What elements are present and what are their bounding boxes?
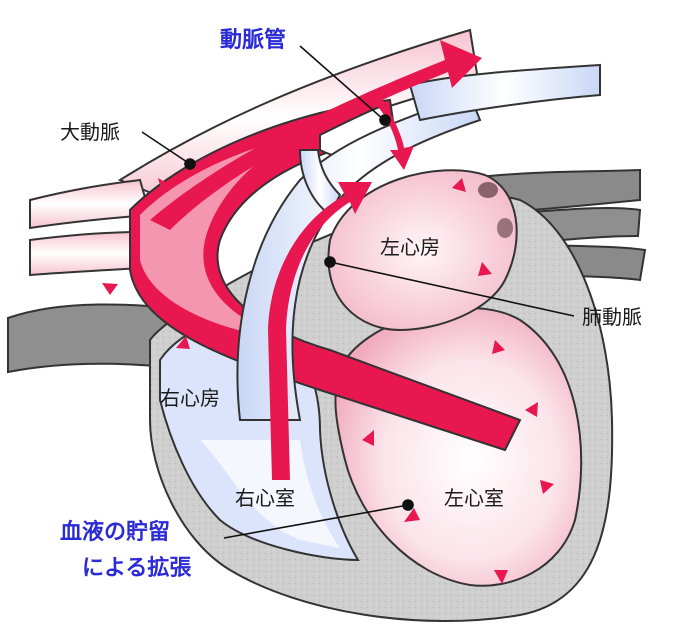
blood-pooling-label-line2: による拡張 xyxy=(82,556,192,581)
left-atrium-chamber xyxy=(327,169,518,332)
pulmonary-artery-label: 肺動脈 xyxy=(582,305,642,329)
leader-lines xyxy=(141,45,575,539)
dilation-arrows xyxy=(102,178,554,584)
flow-arrows xyxy=(150,40,482,480)
aorta-label: 大動脈 xyxy=(60,120,120,144)
left-ventricle-label: 左心室 xyxy=(444,486,504,510)
right-ventricle-label: 右心室 xyxy=(235,486,295,510)
left-atrium-label: 左心房 xyxy=(380,235,440,259)
blood-pooling-label-line1: 血液の貯留 xyxy=(60,520,171,545)
right-atrium-label: 右心房 xyxy=(160,386,220,410)
ductus-arteriosus-label: 動脈管 xyxy=(220,28,287,53)
